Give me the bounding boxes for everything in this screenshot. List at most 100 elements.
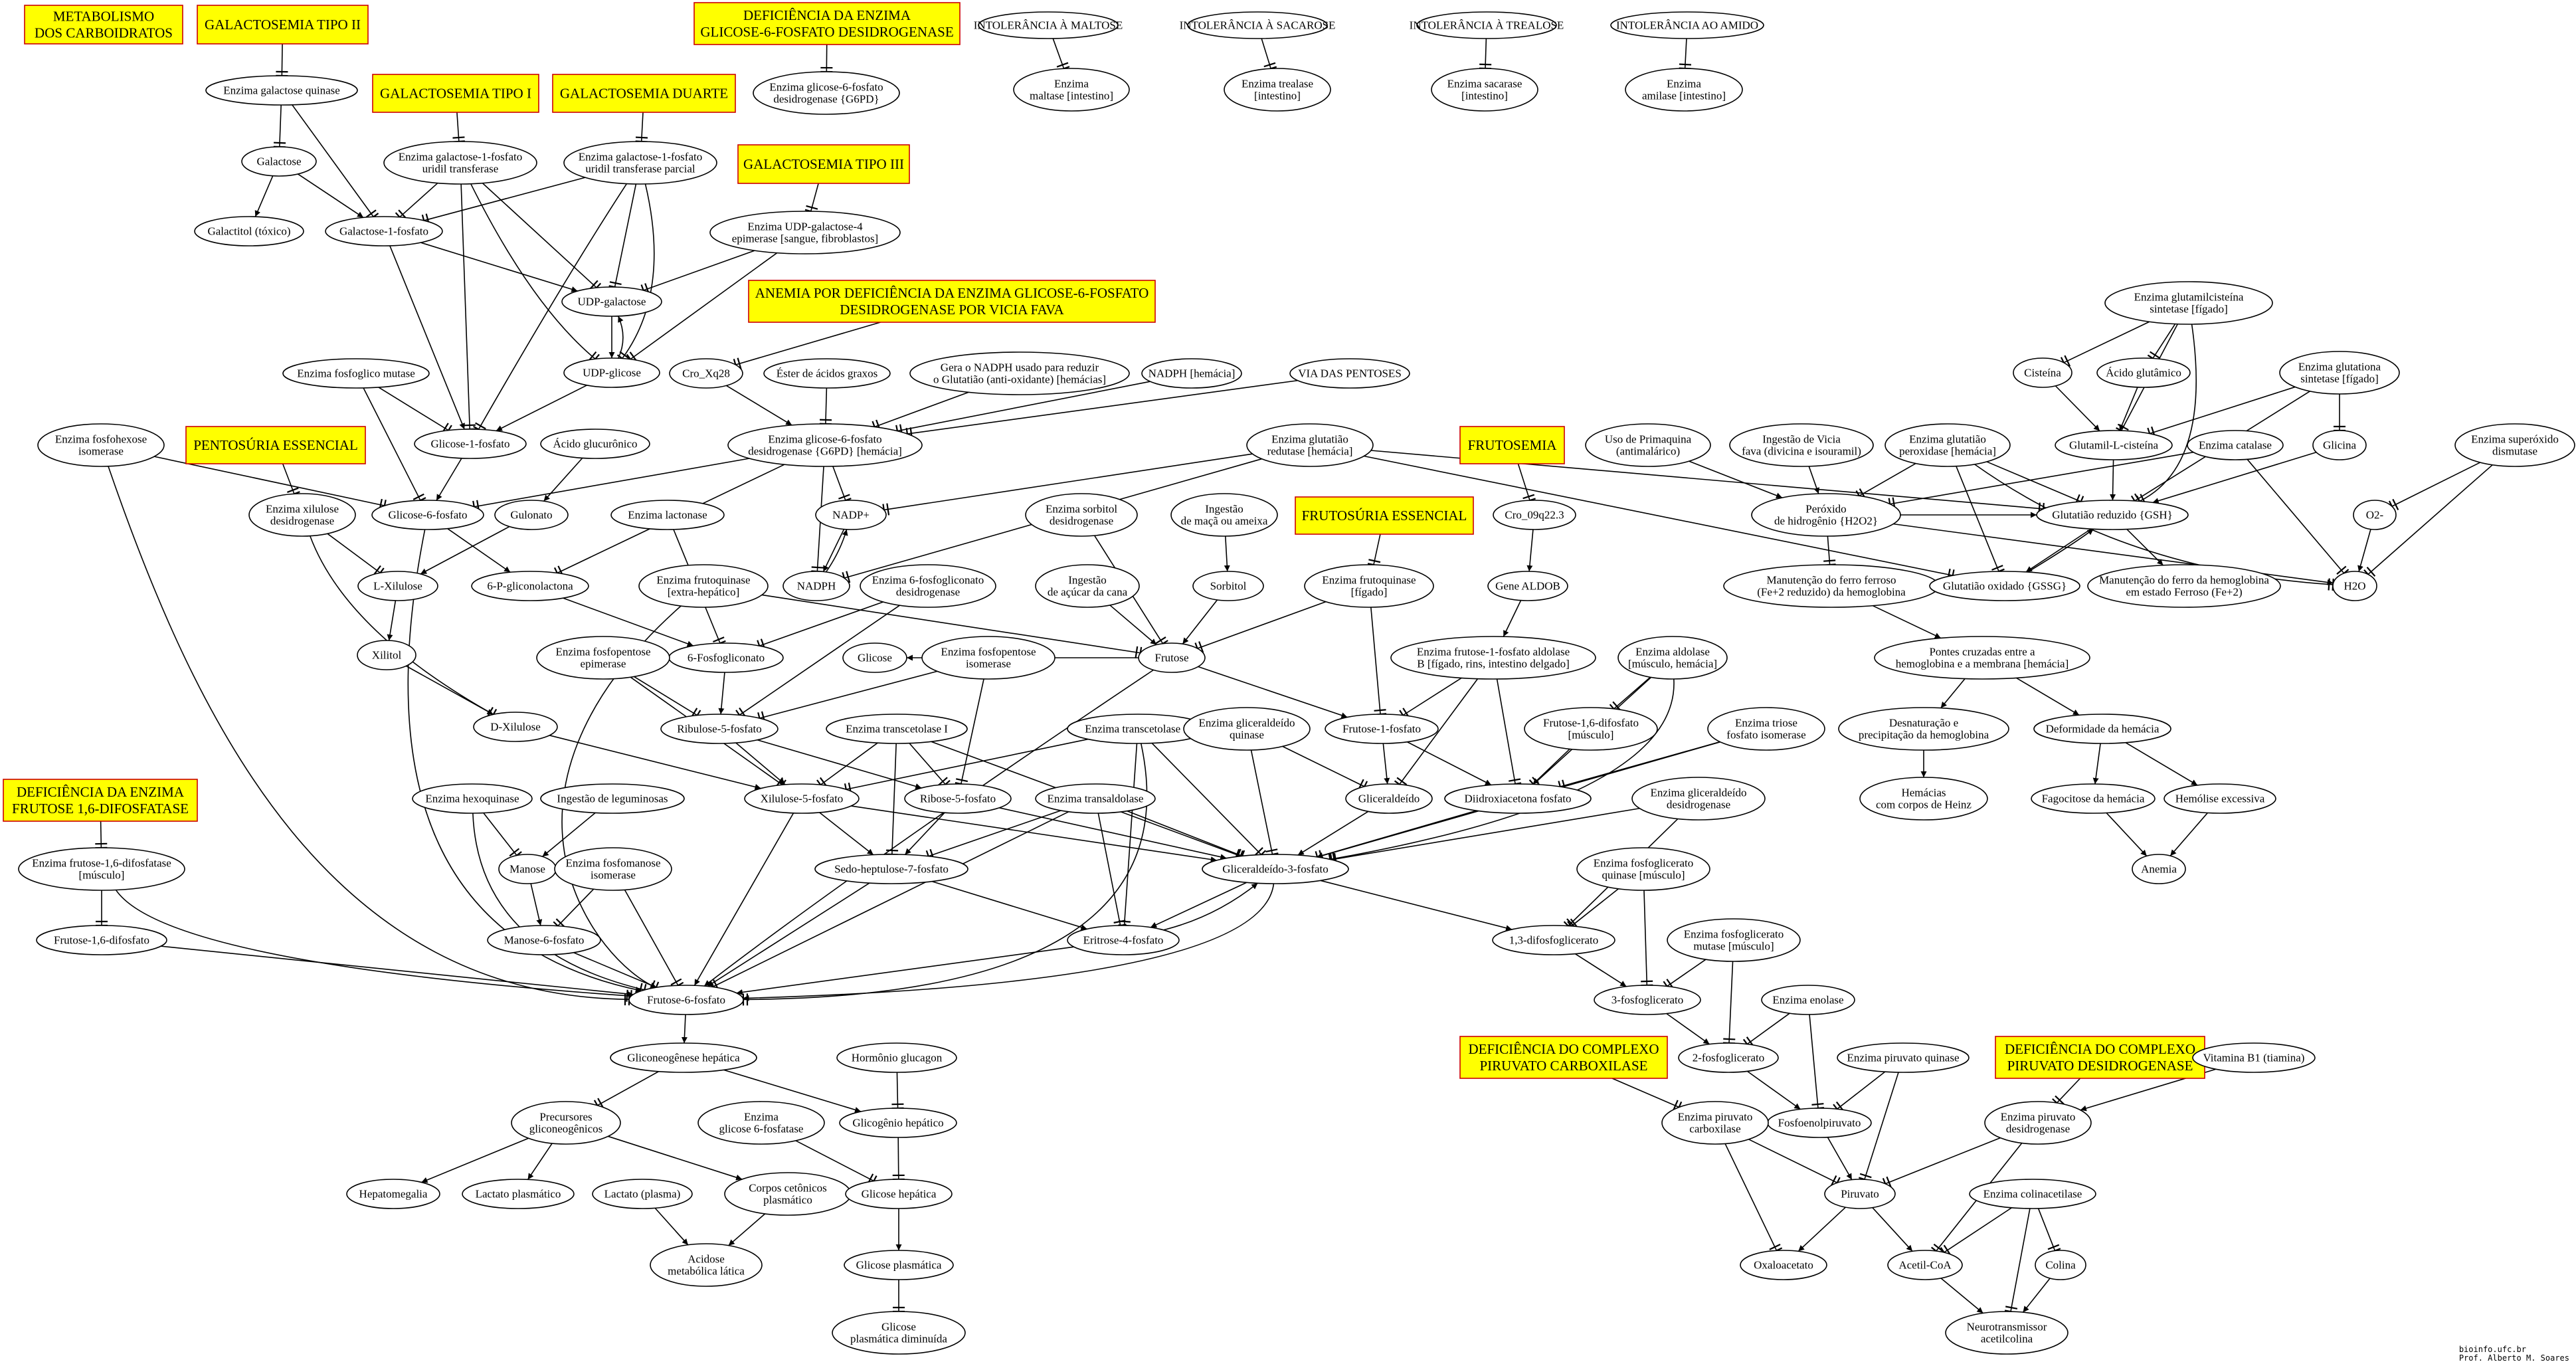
edge-e_transaldolase-to-sedo7p [925, 810, 1061, 862]
node-frutose-label-line: Frutose [1155, 652, 1189, 664]
node-gsh-label-line: Glutatião reduzido {GSH} [2052, 509, 2173, 522]
node-ac_glutamico: Ácido glutâmico [2096, 357, 2191, 388]
node-glutamil_cis-label-line: Glutamil-L-cisteína [2069, 439, 2159, 452]
node-glicose: Glicose [842, 642, 907, 673]
node-manose6p-ellipse [487, 925, 601, 955]
edge-cisteina-to-glutamil_cis [2055, 385, 2100, 432]
node-manut2-label-line: Manutenção do ferro da hemoglobina [2099, 574, 2269, 587]
node-gene_aldob-ellipse [1487, 571, 1568, 601]
edge-e_galtp-to-udpgal [608, 183, 637, 289]
node-cisteina: Cisteína [2013, 357, 2072, 388]
node-e_fosfoglicerato_q-ellipse [1576, 847, 1710, 891]
condition-box-b_pentos-label-line: PENTOSÚRIA ESSENCIAL [193, 437, 358, 453]
node-manut1-label-line: (Fe+2 reduzido) da hemoglobina [1757, 586, 1906, 599]
node-e_fosfoglicerato_q-label-line: Enzima fosfoglicerato [1594, 857, 1694, 870]
node-nadph_hem-label-line: NADPH [hemácia] [1149, 367, 1236, 380]
node-e_galepi-label-line: epimerase [sangue, fibroblastos] [732, 233, 878, 245]
edge-gal1p-to-udpgal [420, 242, 578, 292]
node-anemia: Anemia [2132, 854, 2186, 884]
edge-e_galquinase-to-gal1p [292, 104, 379, 221]
node-e_enolase-ellipse [1761, 985, 1855, 1015]
edge-e_galepi-to-udpgal [640, 250, 755, 296]
node-f16dif_m-ellipse [1524, 707, 1658, 751]
node-e_gapdh-label-line: desidrogenase [1667, 799, 1730, 811]
edge-e_galt-to-glc1p [460, 183, 476, 431]
edge-e_fosfoglicerato_q-to-pg3 [1641, 890, 1653, 987]
edge-e_aldolase-to-f16dif_m [1609, 676, 1651, 714]
node-nadph-ellipse [782, 571, 850, 601]
node-e_galt-ellipse [383, 141, 537, 185]
node-f16dif-label-line: Frutose-1,6-difosfato [54, 934, 149, 947]
node-gal1p-label-line: Galactose-1-fosfato [339, 225, 428, 238]
edge-e_transcet2-to-eritrose4p [1118, 743, 1138, 927]
edge-e_frutoquinase_fig-to-f1p [1370, 607, 1387, 716]
node-cisteina-label-line: Cisteína [2024, 367, 2061, 379]
edge-e_colinacetilase-to-neuro [2004, 1208, 2031, 1314]
node-e_galtp-ellipse [563, 141, 717, 185]
node-deformidade-label-line: Deformidade da hemácia [2046, 723, 2160, 735]
node-e_xilulose-label-line: desidrogenase [270, 515, 334, 528]
edge-deformidade-to-hemolise [2125, 742, 2198, 786]
diagram-title-label-line: DOS CARBOIDRATOS [35, 25, 173, 41]
node-vicia-label-line: fava (divicina e isouramil) [1742, 445, 1861, 458]
node-cro_09q-ellipse [1493, 500, 1576, 530]
edge-e_transaldolase-to-f6p [709, 811, 1069, 993]
node-hepatomegalia-label-line: Hepatomegalia [359, 1188, 428, 1201]
edge-gsh-to-gssg [2025, 528, 2092, 573]
edge-ac_glutamico-to-glutamil_cis [2119, 387, 2138, 431]
condition-box-b_g6pd-label-line: GLICOSE-6-FOSFATO DESIDROGENASE [700, 24, 953, 40]
condition-box-b_frutosemia: FRUTOSEMIA [1459, 426, 1565, 464]
node-int_amido-label-line: INTOLERÂNCIA AO AMIDO [1616, 19, 1758, 32]
node-e_sacarase-label-line: Enzima sacarase [1447, 78, 1522, 90]
node-g3p-ellipse [1202, 854, 1349, 884]
node-pg2-label-line: 2-fosfoglicerato [1693, 1052, 1765, 1064]
node-e_fosfopent_iso-label-line: isomerase [966, 658, 1011, 670]
edge-gene_aldob-to-e_aldob [1503, 600, 1522, 637]
edge-deformidade-to-fagocitose [2092, 743, 2101, 785]
node-e_piruvato_q-label-line: Enzima piruvato quinase [1847, 1052, 1959, 1064]
node-sedo7p: Sedo-heptulose-7-fosfato [814, 854, 968, 884]
node-glicose_plasm-ellipse [844, 1250, 954, 1280]
node-ing_leg-ellipse [540, 783, 685, 814]
node-e_gliceraldeido_q-label-line: Enzima gliceraldeído [1199, 717, 1295, 730]
condition-box-b_pdh-rect [1995, 1036, 2205, 1079]
node-oxaloacetato-ellipse [1740, 1250, 1827, 1280]
condition-box-b_f16-rect [3, 779, 198, 822]
node-primaquina-label-line: (antimalárico) [1616, 445, 1680, 458]
node-sorbitol-label-line: Sorbitol [1210, 580, 1247, 593]
node-e_fosfopent_iso-ellipse [921, 636, 1056, 680]
node-e_galquinase-label-line: Enzima galactose quinase [223, 84, 340, 97]
node-glc1p-label-line: Glicose-1-fosfato [431, 438, 510, 450]
node-colina-label-line: Colina [2045, 1259, 2076, 1272]
edge-dhap-to-g3p [1317, 810, 1477, 858]
node-e_pdh-label-line: desidrogenase [2006, 1123, 2070, 1135]
node-hemolise: Hemólise excessiva [2163, 783, 2276, 814]
node-glc6p-ellipse [371, 500, 484, 530]
node-vitb1-ellipse [2192, 1042, 2316, 1073]
edge-sedo7p-to-f6p [707, 882, 870, 987]
node-f1p-label-line: Frutose-1-fosfato [1342, 723, 1421, 735]
node-e_aldolase-ellipse [1617, 636, 1728, 680]
node-colina: Colina [2035, 1250, 2086, 1280]
node-e_colinacetilase-ellipse [1969, 1179, 2096, 1209]
edges-layer [95, 38, 2493, 1314]
credit-site: bioinfo.ufc.br [2458, 1345, 2526, 1354]
edge-e_colinacetilase-to-colina [2037, 1208, 2061, 1254]
node-vitb1-label-line: Vitamina B1 (tiamina) [2203, 1052, 2305, 1064]
edge-e_enolase-to-pg2 [1742, 1013, 1790, 1050]
node-glucagon-label-line: Hormônio glucagon [852, 1052, 943, 1064]
node-heinz-label-line: com corpos de Heinz [1876, 799, 1972, 811]
node-galactose-ellipse [241, 146, 317, 177]
node-e_amilase-label-line: amilase [intestino] [1642, 90, 1726, 102]
node-e_colinacetilase-label-line: Enzima colinacetilase [1983, 1188, 2082, 1201]
edge-e_xilulose-to-dxilulose [310, 536, 498, 720]
node-ac_glutamico-ellipse [2096, 357, 2191, 388]
